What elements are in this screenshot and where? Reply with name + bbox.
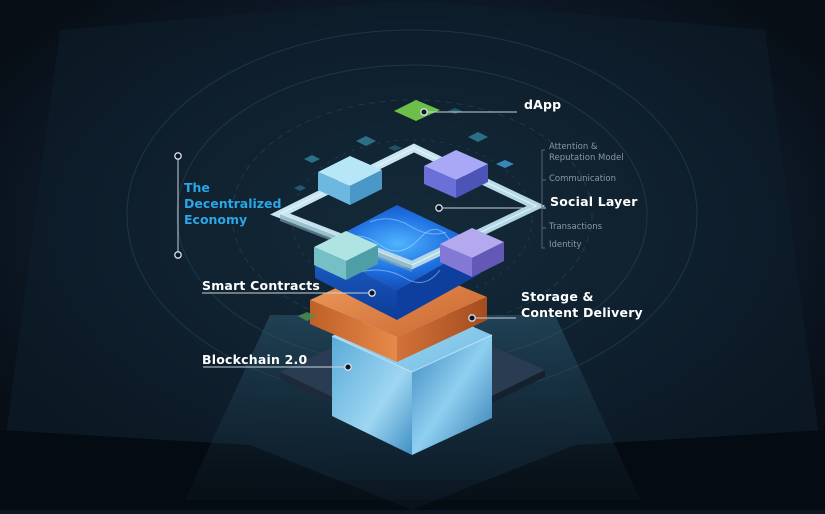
- detail-attention-line1: Attention &: [549, 142, 598, 152]
- detail-attention-line2: Reputation Model: [549, 153, 624, 163]
- label-storage-line1: Storage &: [521, 289, 594, 304]
- label-social-layer: Social Layer: [550, 194, 638, 209]
- economy-title-line2: Decentralized: [184, 196, 282, 211]
- detail-transactions: Transactions: [549, 222, 603, 232]
- floating-tiles: [294, 108, 514, 321]
- label-smart-contracts: Smart Contracts: [202, 278, 321, 293]
- economy-title-line3: Economy: [184, 212, 248, 227]
- node-top-left: [318, 156, 382, 205]
- label-blockchain: Blockchain 2.0: [202, 352, 308, 367]
- node-bottom-right: [440, 228, 504, 277]
- detail-identity: Identity: [549, 240, 582, 250]
- leader-lines: [177, 111, 546, 368]
- dapp-tile: [394, 100, 440, 121]
- economy-title-line1: The: [184, 180, 210, 195]
- node-bottom-left: [314, 231, 378, 280]
- detail-communication: Communication: [549, 174, 616, 184]
- leader-dots: [174, 108, 476, 371]
- node-top-right: [424, 150, 488, 198]
- economy-title: The Decentralized Economy: [184, 180, 282, 228]
- label-storage-line2: Content Delivery: [521, 305, 643, 320]
- label-dapp: dApp: [524, 97, 562, 112]
